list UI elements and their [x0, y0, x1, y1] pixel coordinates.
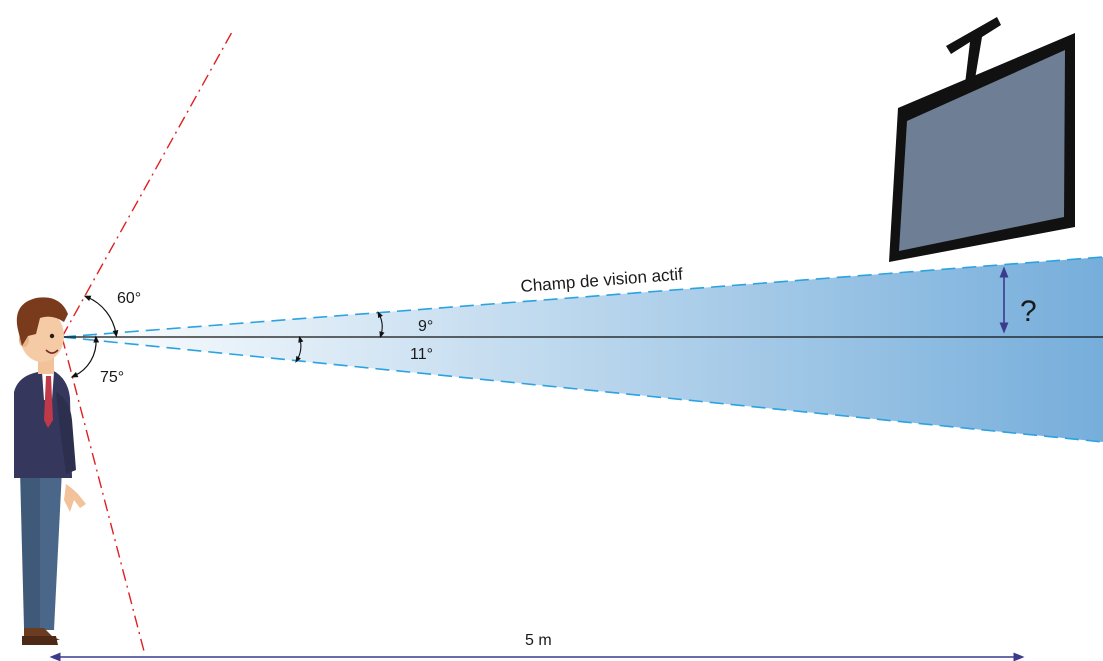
distance-label: 5 m	[525, 632, 552, 649]
arc-11	[295, 335, 304, 363]
screen-panel	[899, 50, 1065, 251]
angle-75-label: 75°	[100, 369, 124, 386]
active-vision-field	[62, 257, 1103, 442]
angle-11-label: 11°	[410, 346, 433, 363]
upper-vision-limit	[61, 31, 233, 338]
lower-vision-limit	[61, 336, 146, 656]
field-upper-boundary	[61, 256, 1103, 338]
arc-60	[83, 295, 119, 338]
arc-75	[70, 335, 100, 378]
field-lower-boundary	[61, 336, 1103, 443]
ceiling-screen	[889, 17, 1075, 262]
angle-60-label: 60°	[117, 290, 141, 307]
angle-9-label: 9°	[418, 318, 433, 335]
arc-9	[377, 311, 385, 339]
person-illustration	[14, 297, 86, 645]
question-mark: ?	[1020, 295, 1037, 328]
screen-mount	[946, 17, 1001, 85]
